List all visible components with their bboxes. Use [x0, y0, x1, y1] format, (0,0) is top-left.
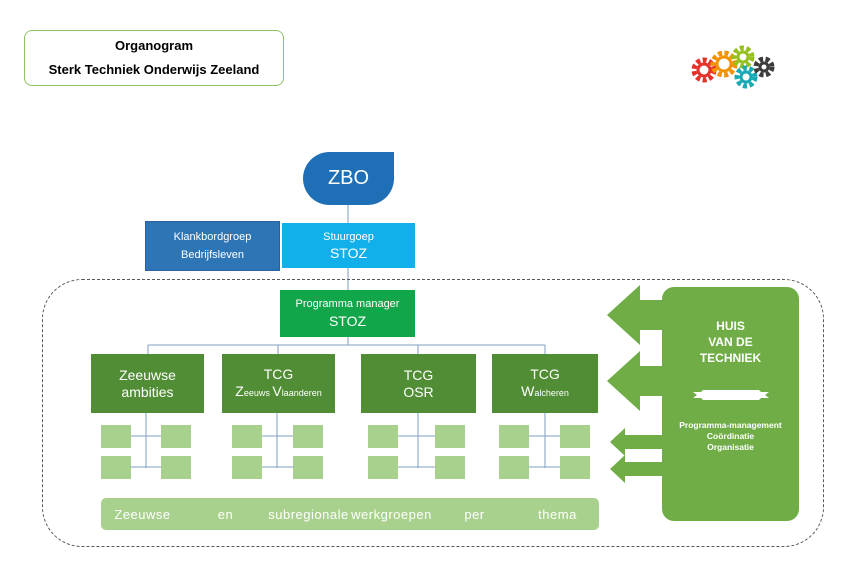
huis-sub-3: Organisatie — [707, 442, 754, 452]
huis-line-2: VAN DE — [708, 335, 753, 349]
team-tcg-walcheren: TCG Walcheren — [492, 354, 598, 413]
bar-word: werkgroepen — [351, 506, 432, 522]
stuurgroep-node: Stuurgoep STOZ — [282, 223, 415, 268]
huis-sub-1: Programma-management — [679, 420, 782, 430]
title-line-1: Organogram — [114, 38, 193, 53]
programma-manager-node: Programma manager STOZ — [280, 290, 415, 337]
bar-word: subregionale — [268, 506, 349, 522]
workgroup-box — [560, 456, 590, 479]
dashed-container — [42, 279, 824, 547]
stuurgroep-label: Stuurgoep — [323, 230, 374, 243]
huis-sub-2: Coördinatie — [706, 431, 755, 441]
workgroup-box — [368, 425, 398, 448]
team-2-line-1: TCG — [263, 365, 294, 382]
workgroup-box — [232, 456, 262, 479]
workgroup-box — [499, 425, 529, 448]
team-4-line-1: TCG — [530, 365, 560, 382]
team-4-line-2: Walcheren — [521, 382, 569, 399]
werkgroepen-bar: Zeeuwse en subregionale werkgroepen per … — [101, 498, 599, 530]
team-2-line-2: Zeeuws Vlaanderen — [235, 382, 322, 399]
team-1-line-2: ambities — [121, 383, 174, 400]
workgroup-box — [161, 456, 191, 479]
workgroup-box — [161, 425, 191, 448]
arrow-small-2 — [610, 455, 662, 483]
bar-word: per — [464, 506, 485, 522]
workgroup-box — [101, 456, 131, 479]
zbo-node: ZBO — [303, 152, 394, 205]
bar-word: Zeeuwse — [114, 506, 171, 522]
workgroup-box — [101, 425, 131, 448]
arrow-large-1 — [607, 285, 662, 345]
workgroup-box — [293, 425, 323, 448]
huis-line-1: HUIS — [716, 319, 745, 333]
team-zeeuwse-ambities: Zeeuwse ambities — [91, 354, 204, 413]
klankbord-line-1: Klankbordgroep — [173, 231, 252, 243]
workgroup-box — [435, 425, 465, 448]
team-tcg-zeeuws-vlaanderen: TCG Zeeuws Vlaanderen — [222, 354, 335, 413]
workgroup-box — [560, 425, 590, 448]
huis-van-de-techniek: HUIS VAN DE TECHNIEK Programma-managemen… — [662, 287, 799, 521]
workgroup-box — [435, 456, 465, 479]
stuurgroep-stoz: STOZ — [329, 244, 368, 261]
klankbord-line-2: Bedrijfsleven — [181, 249, 244, 261]
title-box: Organogram Sterk Techniek Onderwijs Zeel… — [24, 30, 284, 86]
arrow-small-1 — [610, 428, 662, 456]
team-3-line-2: OSR — [403, 383, 434, 400]
zbo-label: ZBO — [327, 167, 370, 189]
klankbordgroep-node: Klankbordgroep Bedrijfsleven — [145, 221, 280, 271]
workgroup-box — [368, 456, 398, 479]
team-tcg-osr: TCG OSR — [361, 354, 476, 413]
bar-word: en — [217, 506, 234, 522]
bar-word: thema — [538, 506, 577, 522]
title-line-2: Sterk Techniek Onderwijs Zeeland — [48, 62, 260, 77]
workgroup-box — [499, 456, 529, 479]
arrow-large-2 — [607, 351, 662, 411]
workgroup-box — [293, 456, 323, 479]
team-1-line-1: Zeeuwse — [119, 366, 176, 383]
huis-line-3: TECHNIEK — [699, 351, 762, 365]
programma-stoz: STOZ — [328, 313, 367, 329]
scroll-banner-icon — [692, 390, 769, 400]
programma-label: Programma manager — [295, 298, 400, 310]
team-3-line-1: TCG — [403, 366, 434, 383]
workgroup-box — [232, 425, 262, 448]
gears-icon — [691, 45, 775, 89]
